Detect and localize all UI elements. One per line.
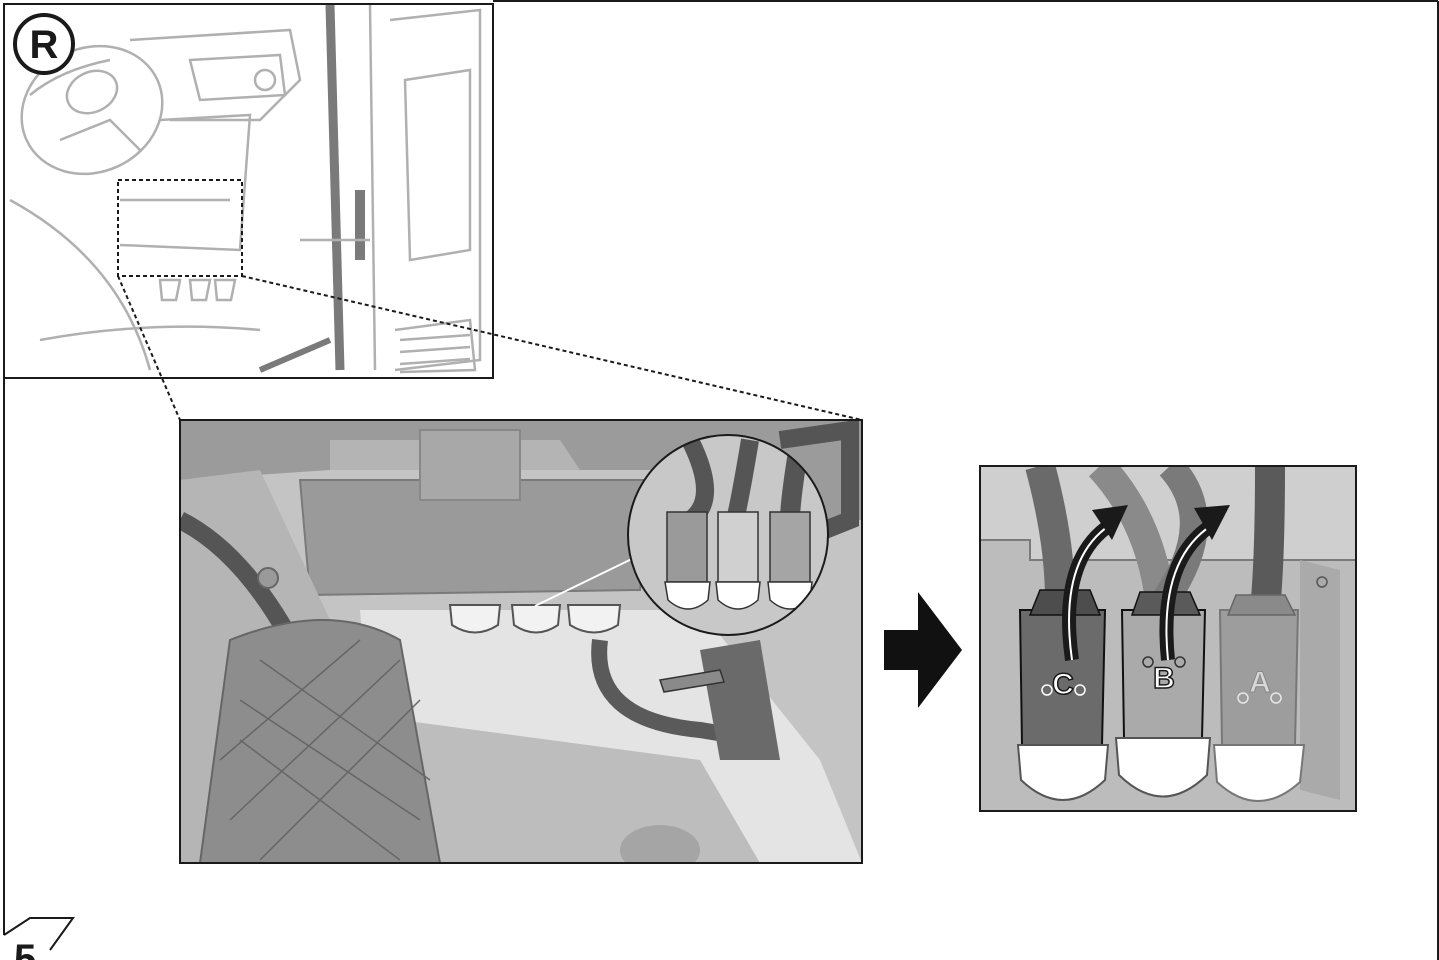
result-panel: C B A [980,466,1356,811]
next-step-arrow [884,592,962,708]
step-number-tab: 5 [4,918,73,960]
connector-label-a: A [1249,666,1271,699]
overview-panel: R [1,4,493,378]
magnifier-inset [628,435,828,635]
detail-panel [180,420,862,875]
region-badge-letter: R [30,23,59,67]
step-number: 5 [14,937,36,960]
connector-label-b: B [1153,662,1175,695]
connector-label-c: C [1052,668,1074,701]
